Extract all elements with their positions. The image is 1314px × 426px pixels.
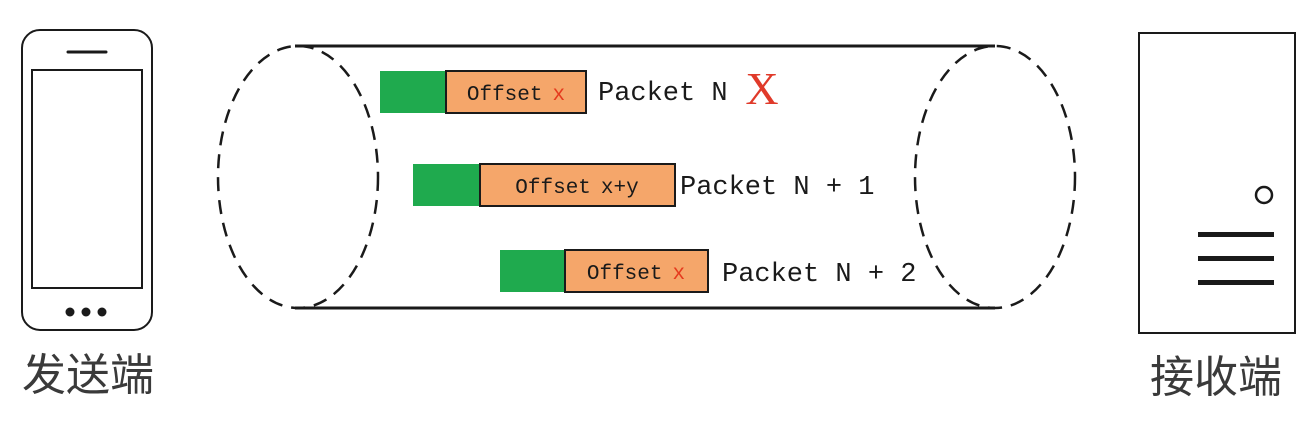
- packet-header-block: [380, 71, 446, 113]
- pipe-left-end: [216, 44, 380, 310]
- packet-name: Packet N + 2: [722, 260, 916, 290]
- packet-name: Packet N: [598, 79, 728, 109]
- pipe-channel: [216, 44, 1077, 310]
- receiver-label: 接收端: [1150, 352, 1282, 403]
- offset-field: [564, 249, 709, 293]
- sender-label: 发送端: [22, 350, 154, 401]
- smartphone-icon: [21, 29, 153, 331]
- packet-header-block: [413, 164, 480, 206]
- power-indicator-icon: [1254, 185, 1274, 205]
- offset-field: [445, 70, 587, 114]
- server-tower-icon: [1138, 32, 1296, 334]
- pipe-right-end: [913, 44, 1077, 310]
- packet-header-block: [500, 250, 565, 292]
- packet-name: Packet N + 1: [680, 173, 874, 203]
- offset-field: [479, 163, 676, 207]
- lost-mark-icon: X: [745, 63, 778, 114]
